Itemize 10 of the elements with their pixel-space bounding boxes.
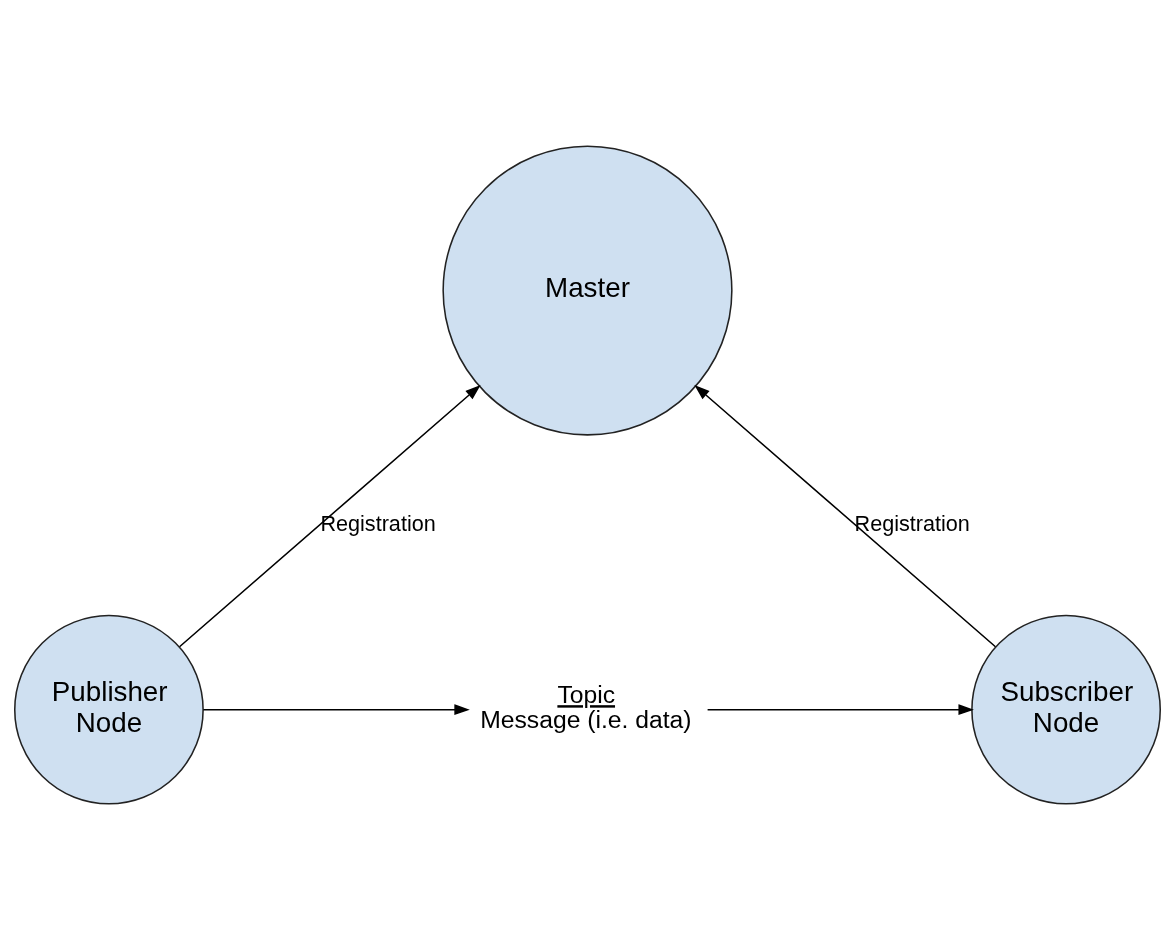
node-circle: Publisher Node <box>14 614 204 805</box>
arrow <box>202 704 470 716</box>
arrow <box>706 704 974 716</box>
node-circle: Master <box>442 145 733 436</box>
arrow <box>694 384 997 648</box>
node-text: Topic Message (i.e. data) <box>480 681 692 733</box>
edge-label: Registration <box>320 510 436 536</box>
arrow <box>178 384 481 648</box>
edge-label: Registration <box>854 510 970 536</box>
node-circle: Subscriber Node <box>971 614 1161 805</box>
